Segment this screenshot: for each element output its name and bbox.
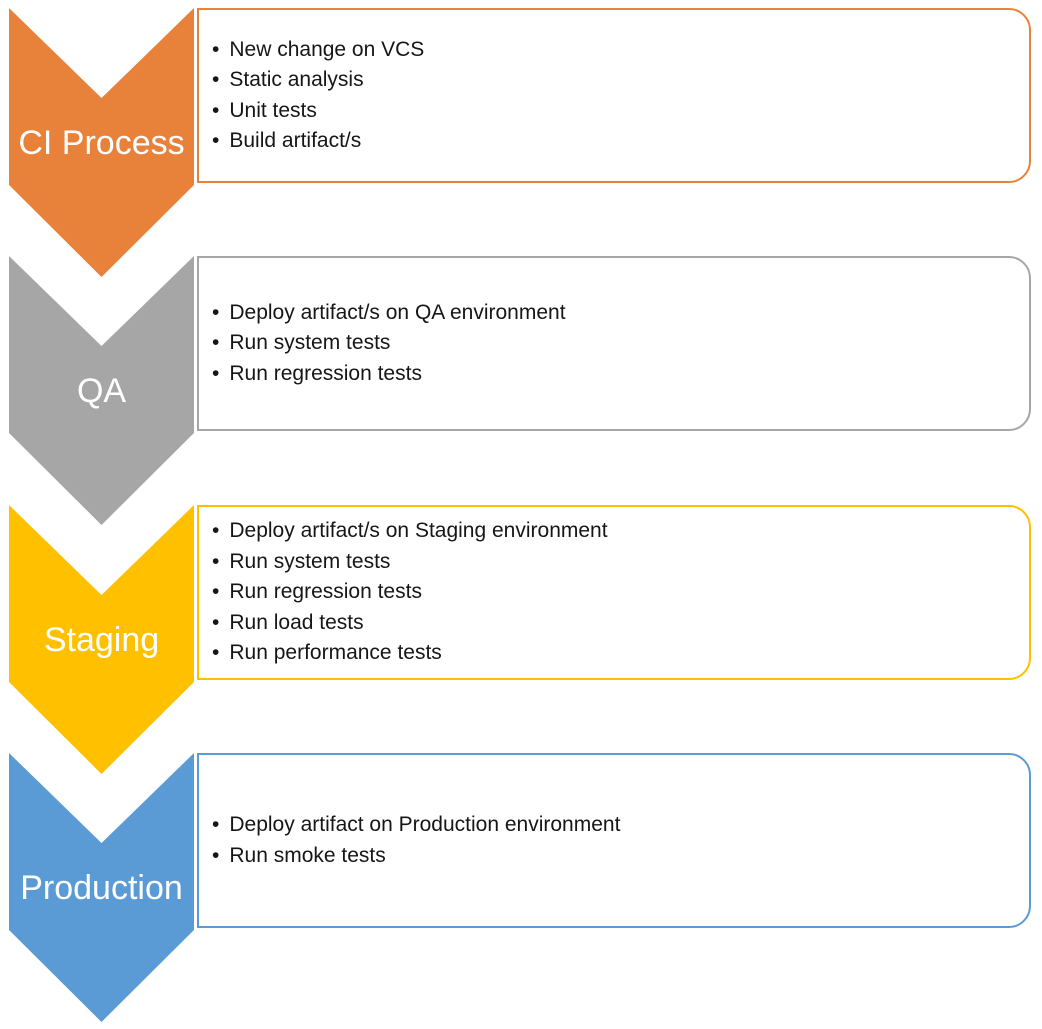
list-item-text: Unit tests (229, 98, 317, 122)
list-item: • Run system tests (212, 328, 1029, 359)
bullet-icon: • (212, 98, 220, 122)
list-item: • Run performance tests (212, 638, 1029, 669)
list-item: • Build artifact/s (212, 126, 1029, 157)
list-item-text: Run regression tests (229, 361, 422, 385)
list-item-text: Deploy artifact/s on QA environment (229, 300, 566, 324)
list-item: • Static analysis (212, 65, 1029, 96)
bullet-icon: • (212, 610, 220, 634)
pipeline-stage-staging: Staging • Deploy artifact/s on Staging e… (0, 505, 1042, 775)
list-item: • Deploy artifact/s on QA environment (212, 298, 1029, 329)
chevron-down-arrow: QA (9, 256, 194, 525)
bullet-icon: • (212, 843, 220, 867)
stage-label: Production (20, 868, 183, 907)
list-item: • Deploy artifact on Production environm… (212, 810, 1029, 841)
pipeline-stage-qa: QA • Deploy artifact/s on QA environment… (0, 256, 1042, 526)
bullet-icon: • (212, 580, 220, 604)
chevron-down-arrow: Staging (9, 505, 194, 774)
stage-item-list: • Deploy artifact/s on Staging environme… (199, 507, 1029, 678)
list-item-text: Static analysis (229, 68, 364, 91)
stage-label: CI Process (18, 123, 185, 162)
list-item: • Run load tests (212, 608, 1029, 639)
list-item: • Run regression tests (212, 577, 1029, 608)
stage-item-list: • New change on VCS • Static analysis • … (199, 10, 1029, 181)
list-item-text: Build artifact/s (229, 129, 362, 152)
bullet-icon: • (212, 331, 220, 355)
list-item: • Unit tests (212, 96, 1029, 127)
stage-panel: • Deploy artifact on Production environm… (197, 753, 1031, 928)
list-item-text: Run regression tests (229, 580, 422, 604)
bullet-icon: • (212, 68, 220, 91)
list-item-text: Run system tests (229, 549, 391, 573)
list-item: • Run regression tests (212, 359, 1029, 390)
pipeline-stage-production: Production • Deploy artifact on Producti… (0, 753, 1042, 1023)
list-item: • Run smoke tests (212, 841, 1029, 872)
bullet-icon: • (212, 300, 220, 324)
stage-item-list: • Deploy artifact/s on QA environment • … (199, 258, 1029, 429)
chevron-down-arrow: CI Process (9, 8, 194, 277)
list-item-text: New change on VCS (229, 37, 425, 61)
stage-panel: • Deploy artifact/s on QA environment • … (197, 256, 1031, 431)
bullet-icon: • (212, 361, 220, 385)
list-item: • New change on VCS (212, 35, 1029, 66)
list-item-text: Run performance tests (229, 641, 442, 665)
bullet-icon: • (212, 813, 220, 836)
bullet-icon: • (212, 129, 220, 152)
stage-label: QA (76, 371, 127, 410)
stage-item-list: • Deploy artifact on Production environm… (199, 755, 1029, 926)
stage-panel: • Deploy artifact/s on Staging environme… (197, 505, 1031, 680)
bullet-icon: • (212, 519, 220, 543)
stage-label: Staging (43, 620, 160, 659)
list-item: • Deploy artifact/s on Staging environme… (212, 516, 1029, 547)
list-item-text: Run system tests (229, 331, 391, 355)
bullet-icon: • (212, 549, 220, 573)
list-item-text: Deploy artifact/s on Staging environment (229, 519, 608, 543)
chevron-down-arrow: Production (9, 753, 194, 1022)
list-item: • Run system tests (212, 547, 1029, 578)
list-item-text: Run smoke tests (229, 843, 386, 867)
bullet-icon: • (212, 37, 220, 61)
pipeline-stage-ci-process: CI Process • New change on VCS • Static … (0, 8, 1042, 278)
bullet-icon: • (212, 641, 220, 665)
list-item-text: Run load tests (229, 610, 364, 634)
list-item-text: Deploy artifact on Production environmen… (229, 813, 621, 836)
stage-panel: • New change on VCS • Static analysis • … (197, 8, 1031, 183)
